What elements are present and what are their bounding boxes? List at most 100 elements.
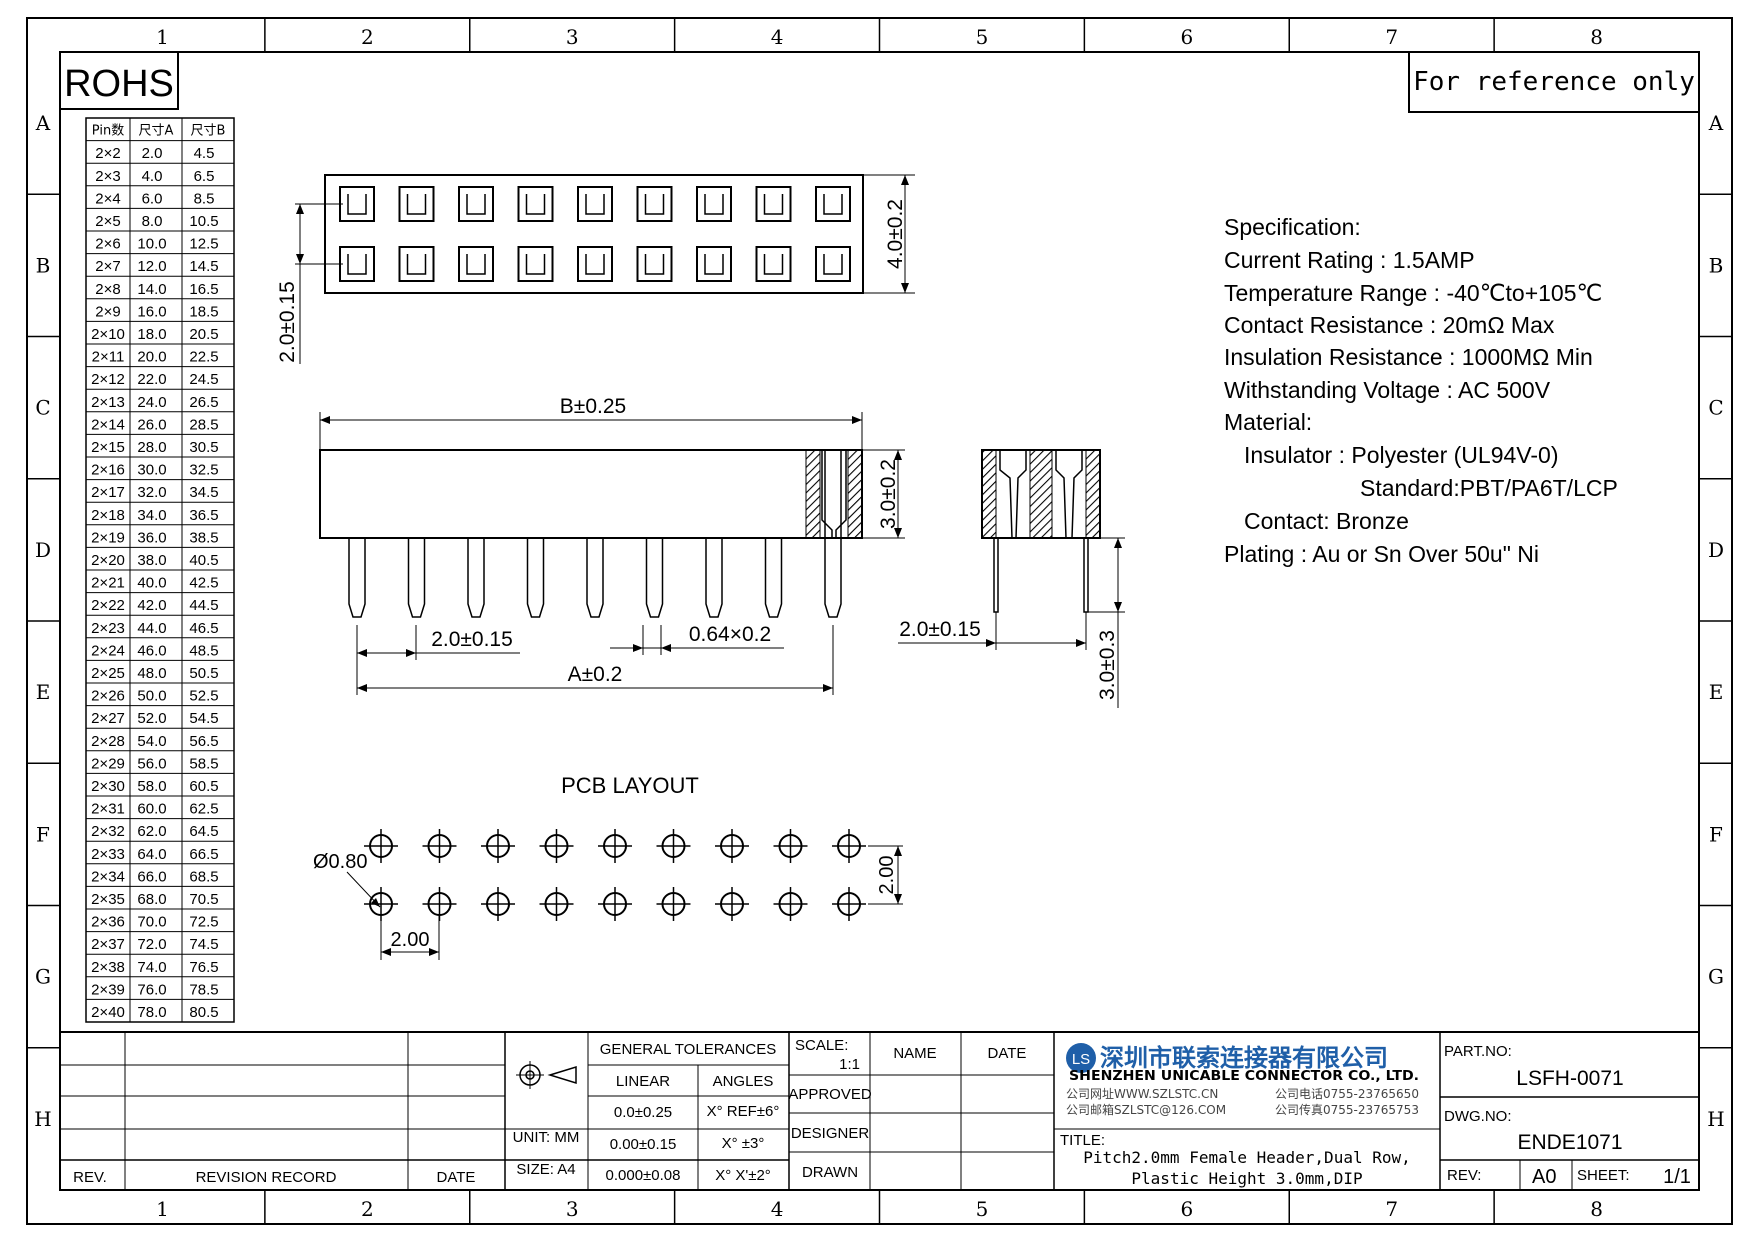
rev-label: REV: (1447, 1167, 1481, 1184)
spec-line-6: Withstanding Voltage : AC 500V (1224, 377, 1551, 403)
zone-row-right: A (1708, 111, 1724, 135)
company-fax: 公司传真0755-23765753 (1275, 1102, 1419, 1117)
spec-line-11: Plating : Au or Sn Over 50u" Ni (1224, 541, 1539, 567)
zone-row-left: B (36, 253, 51, 277)
contact-opening (815, 246, 851, 282)
side-hatch-right (1085, 449, 1101, 539)
pin-table-cell: 38.5 (189, 529, 218, 546)
contact-opening (636, 186, 673, 222)
pin-table-cell: 16.0 (137, 303, 166, 320)
pin-table-cell: 2×27 (91, 710, 125, 727)
pin-table-cell: 70.5 (189, 891, 218, 908)
angles-header: ANGLES (713, 1073, 774, 1090)
contact-opening (398, 246, 435, 282)
contact-opening (815, 186, 851, 222)
title-line-2: Plastic Height 3.0mm,DIP (1131, 1169, 1362, 1188)
pin-table-cell: 76.0 (137, 981, 166, 998)
inner-border (59, 51, 1700, 1191)
pin-length-dim: 3.0±0.3 (1096, 630, 1119, 700)
pin-table-cell: 18.0 (137, 326, 166, 343)
pin-table-cell: 34.5 (189, 484, 218, 501)
zone-col-bottom: 8 (1590, 1197, 1603, 1221)
side-row-pitch-dim: 2.0±0.15 (899, 618, 981, 641)
pin-table-cell: 8.5 (194, 190, 215, 207)
company-website: 公司网址WWW.SZLSTC.CN (1066, 1087, 1218, 1101)
specification-block: Specification: Current Rating : 1.5AMP T… (1224, 214, 1618, 567)
zone-row-right: D (1708, 538, 1724, 562)
zone-col-top: 4 (771, 25, 784, 49)
zone-col-top: 6 (1180, 25, 1193, 49)
company-name-en: SHENZHEN UNICABLE CONNECTOR CO., LTD. (1069, 1069, 1419, 1084)
top-row-pitch-dim: 2.0±0.15 (276, 281, 299, 363)
front-pin (645, 538, 664, 618)
pin-table-cell: 2×10 (91, 326, 125, 343)
zone-col-top: 1 (156, 25, 169, 49)
pin-table-cell: 2×2 (95, 145, 120, 162)
pin-table-cell: 8.0 (142, 213, 163, 230)
pin-table-cell: 44.0 (137, 620, 166, 637)
zone-col-bottom: 7 (1385, 1197, 1398, 1221)
tol-linear-3: 0.000±0.08 (606, 1167, 681, 1184)
pin-table-cell: 62.5 (189, 801, 218, 818)
pin-table-cell: 20.5 (189, 326, 218, 343)
side-hatch-center (1029, 449, 1053, 539)
zone-row-right: C (1708, 396, 1723, 420)
pin-table-cell: 46.5 (189, 620, 218, 637)
pin-table-cell: 64.0 (137, 846, 166, 863)
pin-table-cell: 36.5 (189, 507, 218, 524)
revision-record-header: REVISION RECORD (196, 1169, 337, 1186)
pin-table-cell: 78.5 (189, 981, 218, 998)
front-pin (526, 538, 545, 618)
pin-table-cell: 12.0 (137, 258, 166, 275)
pin-table-cell: 10.0 (137, 236, 166, 253)
spec-line-3: Temperature Range : -40℃to+105℃ (1224, 280, 1602, 306)
front-pin (467, 538, 485, 618)
pin-table-cell: 70.0 (137, 914, 166, 931)
pin-table-cell: 2×3 (95, 168, 120, 185)
spec-line-2: Current Rating : 1.5AMP (1224, 247, 1475, 273)
top-height-dim: 4.0±0.2 (884, 199, 907, 269)
company-email: 公司邮箱SZLSTC@126.COM (1066, 1102, 1226, 1117)
zone-col-bottom: 3 (566, 1197, 579, 1221)
scale-label: SCALE: (795, 1037, 848, 1054)
front-pin (348, 538, 366, 618)
pin-table-cell: 2×37 (91, 936, 125, 953)
pcb-row-pitch-dim: 2.00 (876, 856, 898, 895)
pin-table-cell: 28.5 (189, 416, 218, 433)
spec-line-8: Insulator : Polyester (UL94V-0) (1244, 442, 1558, 468)
pin-table-cell: 2×26 (91, 688, 125, 705)
pin-table-cell: 2×4 (95, 190, 120, 207)
front-view: B±0.25 3.0±0.2 2.0±0.15 0.64×0.2 A±0.2 (319, 395, 905, 695)
sheet-label: SHEET: (1577, 1167, 1630, 1184)
side-hatch-left (981, 449, 997, 539)
pin-size-dim: 0.64×0.2 (689, 623, 771, 646)
zone-col-bottom: 1 (156, 1197, 169, 1221)
pin-table-cell: 56.5 (189, 733, 218, 750)
tol-angle-3: X° X'±2° (715, 1167, 771, 1184)
pin-table-cell: 42.0 (137, 597, 166, 614)
part-no-label: PART.NO: (1444, 1043, 1512, 1060)
pin-table-cell: 2×25 (91, 665, 125, 682)
company-logo-icon (1066, 1043, 1096, 1073)
spec-line-9: Standard:PBT/PA6T/LCP (1360, 475, 1618, 501)
pin-table-cell: 36.0 (137, 529, 166, 546)
pin-table-cell: 2×24 (91, 642, 125, 659)
title-label: TITLE: (1060, 1132, 1105, 1149)
pin-table-cell: 28.0 (137, 439, 166, 456)
pin-table-cell: 74.5 (189, 936, 218, 953)
side-view: 2.0±0.15 3.0±0.3 (898, 449, 1125, 708)
pin-table-cell: 2×11 (92, 349, 125, 366)
pin-table-cell: 22.5 (189, 349, 218, 366)
zone-col-bottom: 2 (361, 1197, 374, 1221)
rohs-box (59, 51, 179, 110)
front-view-body (319, 449, 863, 539)
pin-table-cell: 2×8 (95, 281, 120, 298)
pin-table-cell: 76.5 (189, 959, 218, 976)
pin-table-cell: 2×22 (91, 597, 125, 614)
pin-table-cell: 2×21 (91, 575, 125, 592)
pin-table-cell: 2×7 (95, 258, 120, 275)
pin-table-header: Pin数 (92, 124, 124, 139)
pin-table-cell: 18.5 (189, 303, 218, 320)
contact-opening (398, 186, 435, 222)
